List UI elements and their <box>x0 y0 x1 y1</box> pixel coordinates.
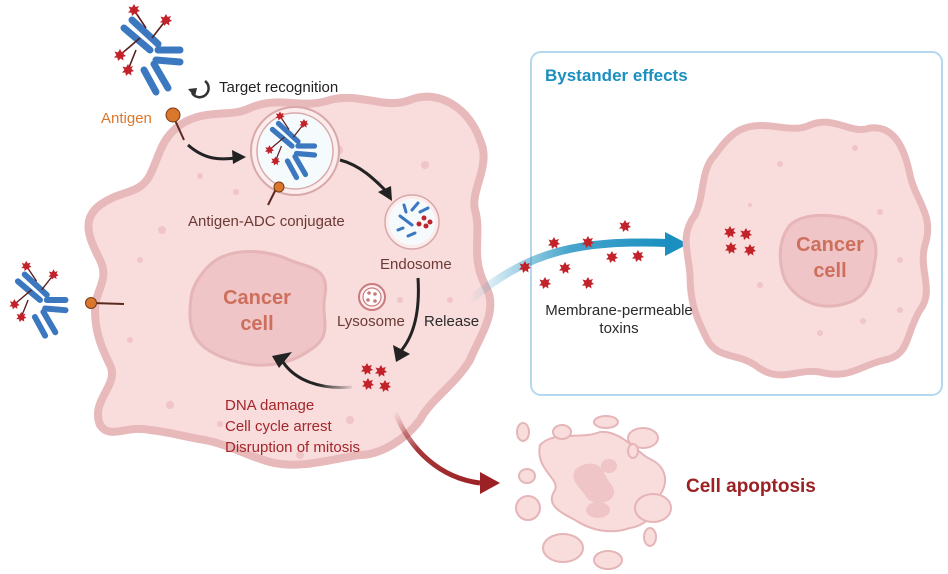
bystander-nucleus-label-line2: cell <box>813 260 847 282</box>
circular-arrow-icon <box>188 79 210 99</box>
adc-antibody-left <box>9 261 65 336</box>
apoptotic-nucleus-fragments <box>573 459 617 518</box>
apoptotic-cell-fragments <box>515 415 672 570</box>
toxins-label-line2: toxins <box>599 320 639 337</box>
cytotoxic-effects-list: DNA damage Cell cycle arrest Disruption … <box>225 395 360 458</box>
bystander-nucleus <box>778 213 878 308</box>
antigen-marker-left <box>85 297 125 309</box>
release-label: Release <box>424 313 480 330</box>
toxins-label-line1: Membrane-permeable <box>545 302 693 319</box>
bystander-diffusion-arrow <box>467 238 669 304</box>
main-nucleus-label: Cancer cell <box>222 285 292 337</box>
bystander-nucleus-label: Cancer cell <box>790 232 870 284</box>
adc-antibody-top <box>114 4 180 92</box>
trafficking-arrow <box>339 158 387 192</box>
release-arrow <box>398 277 420 353</box>
nucleus-attack-arrow <box>281 361 353 390</box>
endosome-vesicle <box>384 194 440 250</box>
cytoplasm-dots <box>127 145 453 459</box>
antigen-adc-conjugate-vesicle <box>250 106 340 206</box>
antigen-marker <box>165 107 185 141</box>
bystander-cytoplasm-dots <box>748 145 903 336</box>
endosome-label: Endosome <box>380 256 452 273</box>
main-nucleus-label-line1: Cancer <box>223 287 291 309</box>
toxins-label: Membrane-permeable toxins <box>533 302 705 338</box>
effect-item: Disruption of mitosis <box>225 439 361 456</box>
lysosome-label: Lysosome <box>337 313 405 330</box>
effect-item: DNA damage <box>225 397 315 414</box>
lysosome-vesicle <box>358 283 386 311</box>
bystander-effects-title: Bystander effects <box>545 66 688 85</box>
main-nucleus <box>188 250 328 367</box>
main-nucleus-label-line2: cell <box>240 313 274 335</box>
effect-item: Cell cycle arrest <box>225 418 332 435</box>
antigen-adc-conjugate-label: Antigen-ADC conjugate <box>188 213 345 230</box>
target-recognition-label: Target recognition <box>219 79 339 96</box>
apoptosis-arrow <box>392 411 481 486</box>
bystander-nucleus-label-line1: Cancer <box>796 234 864 256</box>
internalization-arrow <box>187 143 237 161</box>
cell-apoptosis-label: Cell apoptosis <box>686 476 816 497</box>
antigen-label: Antigen <box>101 110 152 127</box>
